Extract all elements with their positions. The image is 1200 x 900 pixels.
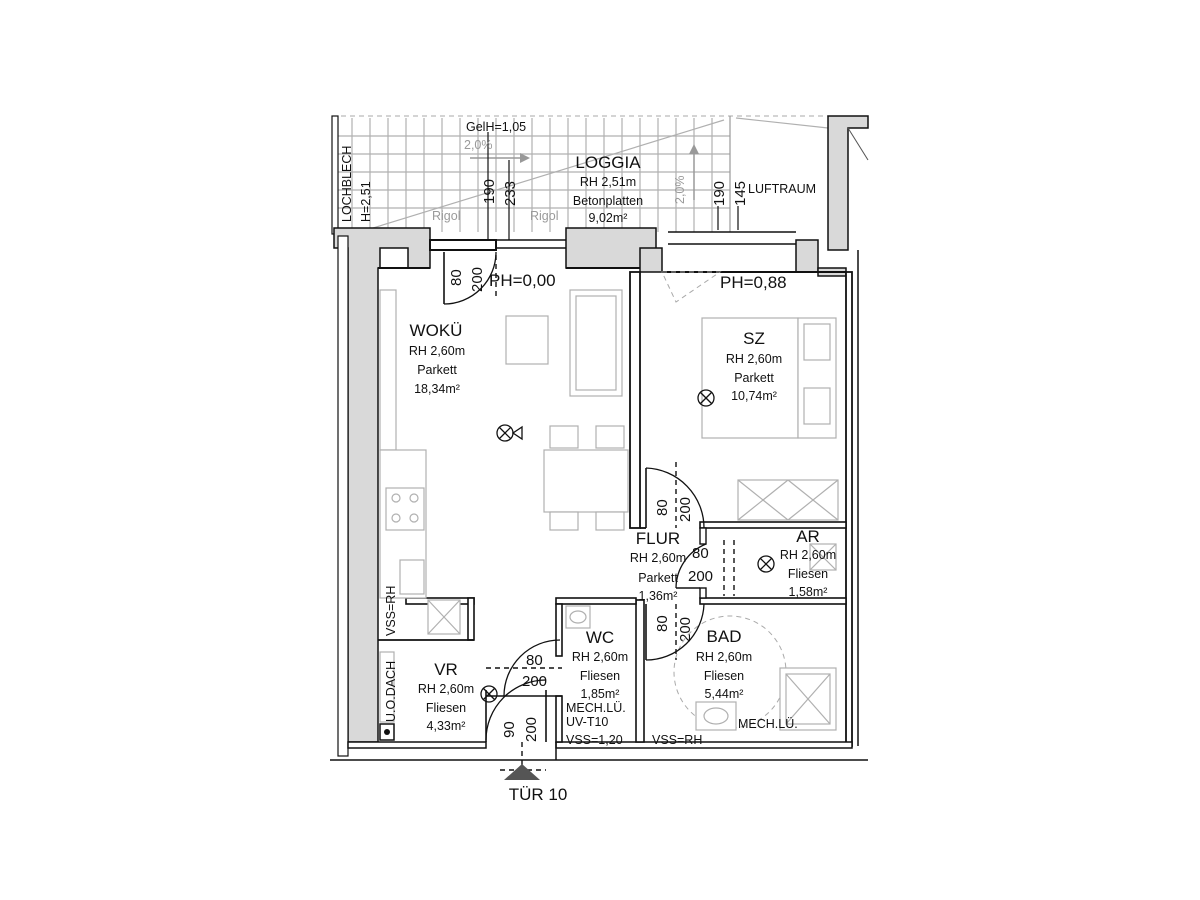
mech-lu-wc: MECH.LÜ. bbox=[566, 701, 626, 715]
lochblech-label: LOCHBLECH bbox=[340, 146, 354, 222]
bathroom-fixtures bbox=[379, 543, 837, 741]
room-sz: SZ RH 2,60m Parkett 10,74m² bbox=[726, 329, 782, 403]
sz-furniture bbox=[661, 271, 839, 521]
woku-furniture bbox=[379, 289, 629, 635]
loggia-gelh: GelH=1,05 bbox=[466, 120, 526, 134]
entrance-arrow-icon bbox=[504, 764, 540, 780]
room-flur: FLUR RH 2,60m Parkett 1,36m² bbox=[630, 529, 686, 603]
door-ar-width: 80 bbox=[692, 545, 709, 562]
mech-lu-bad: MECH.LÜ. bbox=[738, 717, 798, 731]
room-area: 1,85m² bbox=[581, 687, 620, 701]
door-bad-height: 200 bbox=[677, 617, 694, 642]
room-rh: RH 2,60m bbox=[630, 551, 686, 565]
room-name: SZ bbox=[743, 329, 765, 348]
room-floor: Fliesen bbox=[580, 669, 620, 683]
loggia-area: GelH=1,05 2,0% 2,0% LOGGIA RH 2,51m Beto… bbox=[331, 115, 869, 251]
dim-233: 233 bbox=[502, 181, 519, 206]
vss-bad: VSS=RH bbox=[652, 733, 702, 747]
room-area: 4,33m² bbox=[427, 719, 466, 733]
room-bad: BAD RH 2,60m Fliesen 5,44m² bbox=[696, 627, 752, 701]
room-area: 18,34m² bbox=[414, 382, 460, 396]
room-ar: AR RH 2,60m Fliesen 1,58m² bbox=[780, 527, 836, 599]
dim-145: 145 bbox=[732, 181, 749, 206]
room-rh: RH 2,60m bbox=[726, 352, 782, 366]
loggia-floor: Betonplatten bbox=[573, 194, 643, 208]
room-name: WOKÜ bbox=[410, 321, 463, 340]
room-name: VR bbox=[434, 660, 458, 679]
loggia-rh: RH 2,51m bbox=[580, 175, 636, 189]
door-sz-height: 200 bbox=[677, 497, 694, 522]
entrance-label: TÜR 10 bbox=[509, 785, 568, 804]
exterior-walls bbox=[330, 227, 868, 761]
room-name: WC bbox=[586, 628, 614, 647]
light-fixtures bbox=[480, 389, 775, 703]
room-rh: RH 2,60m bbox=[696, 650, 752, 664]
room-area: 5,44m² bbox=[705, 687, 744, 701]
luftraum-label: LUFTRAUM bbox=[748, 182, 816, 196]
dim-190-left: 190 bbox=[481, 179, 498, 204]
ceiling-light-icon bbox=[480, 685, 498, 703]
level-ph-left: PH=0,00 bbox=[489, 271, 556, 290]
loggia-name: LOGGIA bbox=[575, 153, 641, 172]
room-woku: WOKÜ RH 2,60m Parkett 18,34m² bbox=[409, 321, 465, 396]
door-loggia-width: 80 bbox=[448, 269, 465, 286]
door-bad-width: 80 bbox=[654, 615, 671, 632]
vss-wc: VSS=1,20 bbox=[566, 733, 623, 747]
room-name: BAD bbox=[707, 627, 742, 646]
door-ar-height: 200 bbox=[688, 568, 713, 585]
loggia-rigol-right: Rigol bbox=[530, 209, 559, 223]
room-area: 10,74m² bbox=[731, 389, 777, 403]
room-area: 1,58m² bbox=[789, 585, 828, 599]
ceiling-light-icon bbox=[496, 424, 523, 442]
loggia-slope-right: 2,0% bbox=[673, 176, 687, 205]
vss-left: VSS=RH bbox=[384, 586, 398, 636]
room-floor: Parkett bbox=[638, 571, 678, 585]
room-floor: Fliesen bbox=[704, 669, 744, 683]
door-entry-height: 200 bbox=[523, 717, 540, 742]
loggia-paving-grid bbox=[338, 118, 730, 232]
doors bbox=[443, 246, 735, 771]
door-dimensions: 80 200 80 200 80 200 80 200 80 200 90 20… bbox=[448, 267, 713, 742]
lochblech-height: H=2,51 bbox=[359, 181, 373, 222]
door-wc-width: 80 bbox=[526, 652, 543, 669]
dim-190-right: 190 bbox=[711, 181, 728, 206]
door-entry-width: 90 bbox=[501, 721, 518, 738]
door-wc-height: 200 bbox=[522, 673, 547, 690]
room-wc: WC RH 2,60m Fliesen 1,85m² bbox=[572, 628, 628, 701]
room-floor: Parkett bbox=[417, 363, 457, 377]
room-rh: RH 2,60m bbox=[409, 344, 465, 358]
room-floor: Fliesen bbox=[788, 567, 828, 581]
room-name: FLUR bbox=[636, 529, 680, 548]
room-floor: Parkett bbox=[734, 371, 774, 385]
room-area: 1,36m² bbox=[639, 589, 678, 603]
room-rh: RH 2,60m bbox=[572, 650, 628, 664]
room-name: AR bbox=[796, 527, 820, 546]
ceiling-light-icon bbox=[757, 555, 775, 573]
uv-label: UV-T10 bbox=[566, 715, 608, 729]
door-sz-width: 80 bbox=[654, 499, 671, 516]
room-rh: RH 2,60m bbox=[780, 548, 836, 562]
annotations: VSS=RH U.O.DACH MECH.LÜ. UV-T10 VSS=1,20… bbox=[384, 586, 798, 747]
room-vr: VR RH 2,60m Fliesen 4,33m² bbox=[418, 660, 474, 733]
entrance-marker: TÜR 10 bbox=[504, 764, 567, 804]
dach-label: U.O.DACH bbox=[384, 661, 398, 722]
room-floor: Fliesen bbox=[426, 701, 466, 715]
loggia-slope-left: 2,0% bbox=[464, 138, 493, 152]
room-rh: RH 2,60m bbox=[418, 682, 474, 696]
loggia-rigol-left: Rigol bbox=[432, 209, 461, 223]
level-ph-right: PH=0,88 bbox=[720, 273, 787, 292]
ceiling-light-icon bbox=[697, 389, 715, 407]
loggia-area-value: 9,02m² bbox=[589, 211, 628, 225]
door-loggia-height: 200 bbox=[469, 267, 486, 292]
